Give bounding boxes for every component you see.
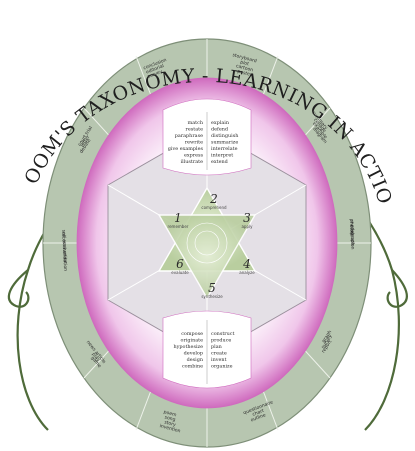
stage-number: 1 bbox=[174, 211, 182, 225]
verb-label: construct bbox=[211, 331, 235, 337]
outer-note-text: model bbox=[348, 220, 355, 235]
bottom-panel-left-verbs: composeoriginatehypothesizedevelopdesign… bbox=[173, 331, 203, 370]
verb-label: paraphrase bbox=[175, 133, 203, 139]
outer-note-text: letter bbox=[79, 134, 91, 148]
verb-label: rewrite bbox=[185, 140, 203, 146]
verb-label: distinguish bbox=[211, 133, 239, 139]
stage-name: remember bbox=[168, 224, 189, 229]
verb-label: combine bbox=[182, 364, 203, 370]
outer-note-text: plot bbox=[239, 59, 249, 67]
verb-label: defend bbox=[211, 127, 228, 133]
verb-label: explain bbox=[211, 120, 230, 126]
outer-note-text: photograph bbox=[348, 219, 355, 246]
verb-label: hypothesize bbox=[173, 344, 203, 350]
verb-label: restate bbox=[186, 127, 204, 133]
center-star bbox=[157, 186, 257, 300]
outer-note-text: poem bbox=[163, 410, 177, 418]
verb-label: express bbox=[184, 153, 204, 159]
verb-label: design bbox=[187, 357, 204, 363]
stage-name: apply bbox=[241, 224, 253, 229]
outer-note-text: poster bbox=[237, 69, 253, 79]
verb-label: summarize bbox=[211, 140, 238, 146]
verb-label: interrelate bbox=[211, 146, 238, 152]
stage-number: 6 bbox=[176, 257, 184, 271]
stage-name: synthesize bbox=[201, 294, 223, 299]
outer-note-text: survey bbox=[147, 69, 164, 80]
verb-label: plan bbox=[211, 344, 223, 350]
outer-note-text: illustration bbox=[348, 225, 355, 250]
verb-label: give examples bbox=[168, 146, 204, 152]
stage-number: 5 bbox=[208, 281, 216, 295]
verb-label: originate bbox=[181, 338, 204, 344]
verb-label: compose bbox=[181, 331, 203, 337]
outer-note-text: play bbox=[90, 351, 101, 363]
verb-label: match bbox=[188, 120, 204, 126]
outer-note-text: chart bbox=[252, 408, 265, 418]
verb-label: invent bbox=[211, 357, 227, 363]
stage-name: analyze bbox=[239, 270, 255, 275]
outer-note-text: story bbox=[164, 419, 177, 428]
stage-name: comprehend bbox=[201, 205, 227, 210]
stage-name: evaluate bbox=[171, 270, 189, 275]
stage-number: 3 bbox=[243, 211, 251, 225]
verb-label: extend bbox=[211, 159, 228, 165]
stage-number: 2 bbox=[209, 192, 218, 206]
outer-note-text: cartoon bbox=[235, 63, 254, 73]
outer-note-text: song bbox=[164, 415, 176, 423]
outer-note-text: recommendation bbox=[60, 232, 68, 272]
outer-note-text: outline bbox=[250, 412, 267, 423]
top-panel-right-verbs: explaindefenddistinguishsummarizeinterre… bbox=[211, 120, 239, 165]
verb-label: illustrate bbox=[181, 159, 204, 165]
verb-label: produce bbox=[211, 338, 231, 344]
verb-label: develop bbox=[184, 351, 203, 357]
verb-label: organize bbox=[211, 364, 233, 370]
outer-note-text: self evaluation bbox=[60, 230, 68, 264]
verb-label: interpret bbox=[211, 153, 233, 159]
stage-number: 4 bbox=[242, 257, 251, 271]
outer-note-text: invention bbox=[159, 423, 181, 434]
verb-label: create bbox=[211, 351, 227, 357]
